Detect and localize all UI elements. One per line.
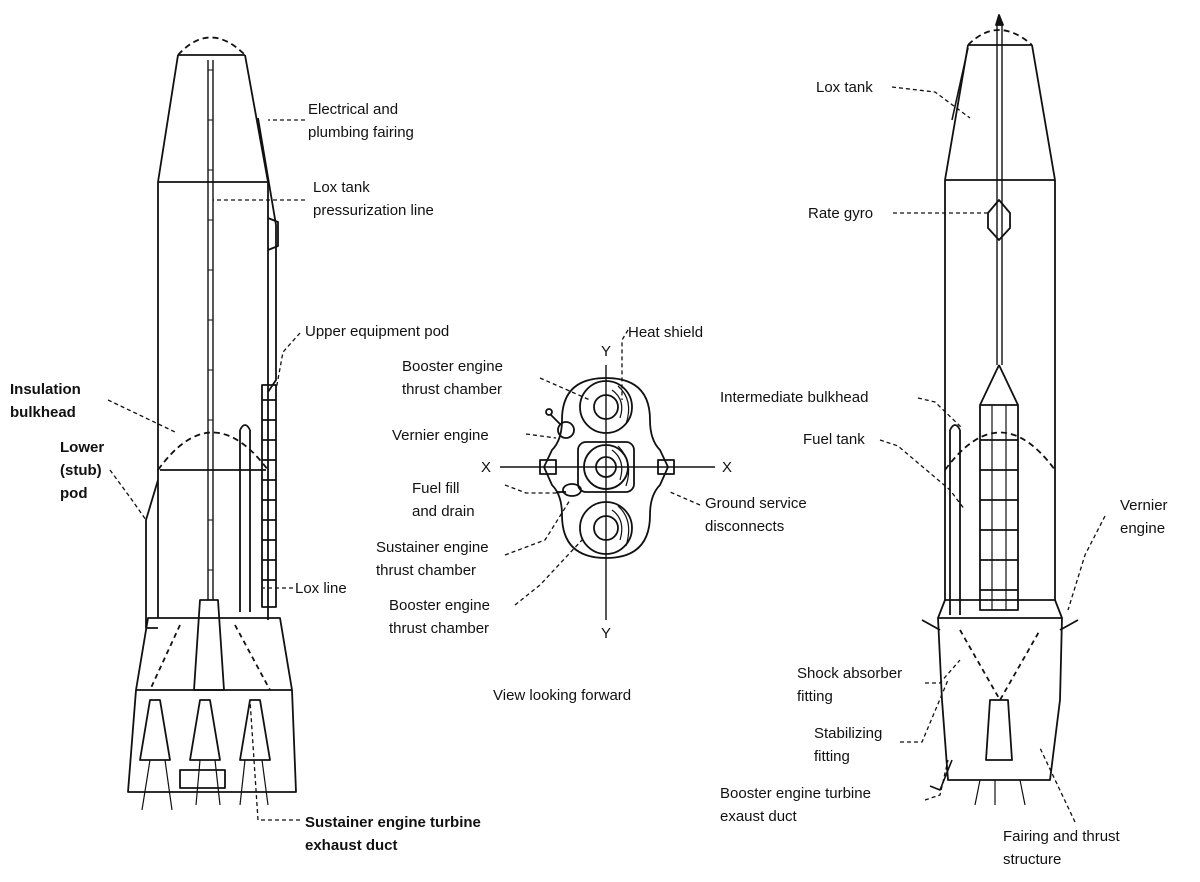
label-fuel-tank: Fuel tank: [803, 431, 865, 448]
label-insulation-bulkhead: Insulation bulkhead: [10, 381, 81, 421]
label-rate-gyro: Rate gyro: [808, 205, 874, 222]
label-lox-line: Lox line: [295, 580, 347, 597]
left-upper-cone: [157, 54, 269, 183]
axis-label-y-top: Y: [601, 343, 612, 360]
label-sustainer-turbine: Sustainer engine turbine exhaust duct: [305, 814, 481, 854]
label-fuel-fill: Fuel fill and drain: [412, 480, 475, 520]
left-tank-section: [157, 182, 269, 620]
center-hull: [543, 377, 669, 559]
label-booster-chamber-top: Booster engine thrust chamber: [402, 358, 503, 398]
label-lox-tank: Lox tank: [816, 79, 873, 96]
leader-lines: [107, 86, 1106, 823]
fuel-fill: [562, 483, 582, 497]
label-vernier-engine-center: Vernier engine: [392, 427, 489, 444]
left-center-line: [207, 60, 214, 600]
axis-label-y-bottom: Y: [601, 625, 612, 642]
label-lower-stub-pod: Lower (stub) pod: [60, 439, 105, 502]
label-vernier-engine-right: Vernier engine: [1120, 497, 1168, 537]
right-center-line: [996, 22, 1003, 365]
label-booster-turbine: Booster engine turbine exaust duct: [720, 785, 871, 825]
label-fairing-thrust: Fairing and thrust structure: [1003, 828, 1120, 868]
booster-chamber-bottom: [579, 501, 633, 555]
booster-chamber-top: [579, 380, 633, 434]
label-ground-service: Ground service disconnects: [705, 495, 807, 535]
label-shock-absorber: Shock absorber fitting: [797, 665, 903, 705]
fuel-tank: [979, 364, 1019, 611]
vernier-left: [557, 421, 575, 439]
label-lox-pressurization-line: Lox tank pressurization line: [313, 179, 434, 219]
label-stabilizing-fitting: Stabilizing fitting: [814, 725, 883, 765]
axis-label-x-right: X: [722, 459, 733, 476]
left-nose-dome: [177, 36, 246, 56]
left-rocket-side-view: [127, 36, 297, 811]
left-skirt: [127, 617, 297, 793]
right-rocket-side-view: [921, 14, 1079, 806]
label-sustainer-chamber: Sustainer engine thrust chamber: [376, 539, 489, 579]
label-upper-equipment-pod: Upper equipment pod: [305, 323, 450, 340]
label-heat-shield: Heat shield: [628, 324, 704, 341]
label-electrical-fairing: Electrical and plumbing fairing: [308, 101, 414, 141]
center-view-looking-forward: [500, 365, 715, 620]
rate-gyro: [987, 199, 1011, 241]
label-booster-chamber-bottom: Booster engine thrust chamber: [389, 597, 490, 637]
label-intermediate-bulkhead: Intermediate bulkhead: [720, 389, 869, 406]
right-nose-dome: [967, 29, 1033, 46]
label-view-caption: View looking forward: [493, 687, 632, 704]
intermediate-bulkhead: [944, 431, 1056, 471]
axis-label-x-left: X: [481, 459, 492, 476]
right-skirt: [937, 599, 1063, 781]
